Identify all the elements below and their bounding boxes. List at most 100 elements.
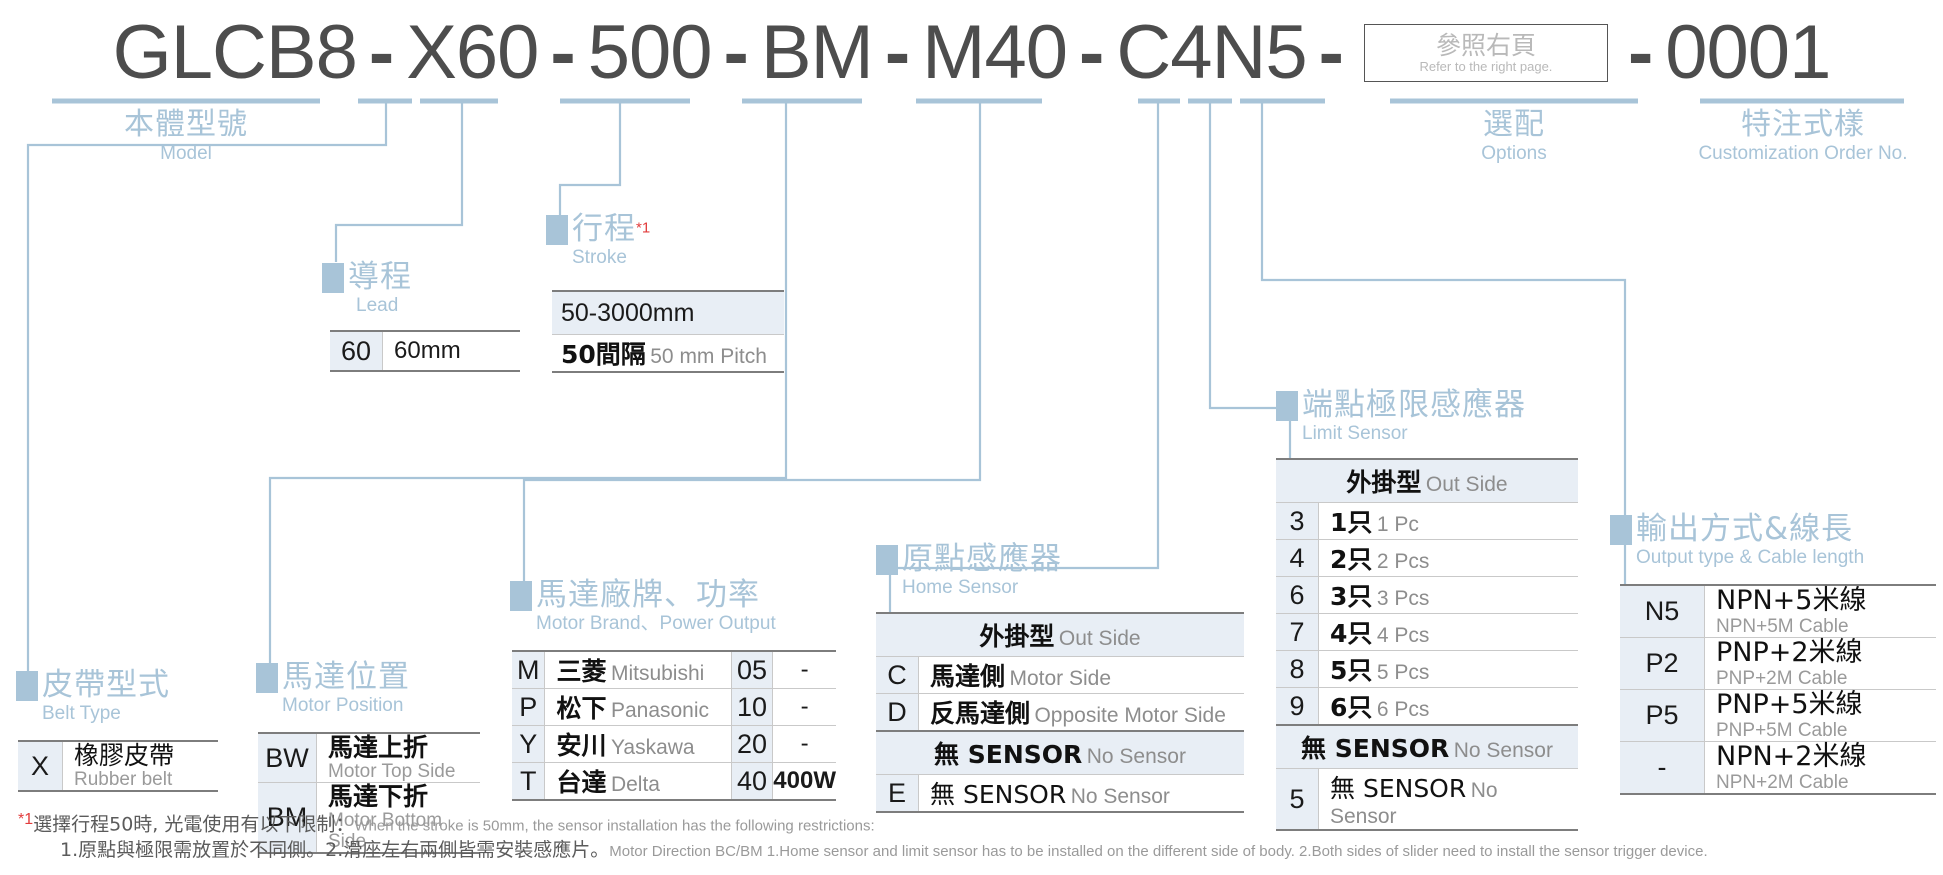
table-row: X 橡膠皮帶 Rubber belt — [18, 741, 218, 791]
output-type-value-p5: PNP+5米線 PNP+5M Cable — [1704, 689, 1936, 742]
options-box-zh: 參照右頁 — [1435, 31, 1536, 60]
table-row: 50-3000mm — [552, 291, 784, 335]
table-home-sensor: 外掛型 Out Side C 馬達側 Motor Side D 反馬達側 Opp… — [876, 612, 1244, 813]
limit-sensor-value-3: 1只 1 Pc — [1318, 502, 1578, 540]
stroke-range-value: 50-3000mm — [561, 298, 695, 327]
motor-position-bullet-icon — [256, 663, 278, 693]
table-row: M 三菱 Mitsubishi 05 - — [512, 651, 836, 689]
home-sensor-band-outside-zh: 外掛型 — [979, 622, 1055, 651]
table-lead: 60 60mm — [330, 330, 520, 372]
table-row: 9 6只 6 Pcs — [1276, 687, 1578, 725]
power-value-10-text: - — [800, 693, 809, 720]
output-type-key-p2: P2 — [1620, 637, 1705, 690]
power-value-10: - — [772, 688, 836, 726]
output-type-value-none-en: NPN+2M Cable — [1716, 772, 1849, 793]
motor-brand-key-t: T — [512, 762, 546, 800]
limit-sensor-key-5: 5 — [1276, 768, 1319, 830]
table-motor-position: BW 馬達上折 Motor Top Side BM 馬達下折 Motor Bot… — [258, 732, 480, 854]
motor-brand-value-m-zh: 三菱 — [556, 657, 607, 686]
footnote-line-1-zh: 選擇行程50時, 光電使用有以下限制： — [33, 813, 355, 836]
home-sensor-value-c-en: Motor Side — [1009, 667, 1112, 690]
callout-home-sensor-en: Home Sensor — [902, 577, 1019, 598]
stroke-pitch-cell: 50間隔 50 mm Pitch — [552, 334, 784, 372]
power-value-05-text: - — [800, 656, 809, 683]
motor-position-key-bm: BM — [258, 782, 317, 853]
footnote-line-1-en: When the stroke is 50mm, the sensor inst… — [354, 817, 875, 835]
table-band-row: 外掛型 Out Side — [1276, 459, 1578, 503]
options-box-en: Refer to the right page. — [1419, 58, 1553, 74]
power-key-40: 40 — [730, 762, 774, 800]
code-dash: - — [884, 10, 911, 95]
limit-sensor-value-4-en: 2 Pcs — [1376, 550, 1430, 573]
table-row: - NPN+2米線 NPN+2M Cable — [1620, 741, 1936, 794]
stroke-bullet-icon — [546, 215, 568, 245]
stroke-pitch-zh: 50間隔 — [561, 340, 646, 369]
motor-brand-value-y-zh: 安川 — [556, 731, 607, 760]
callout-motor-position-en: Motor Position — [282, 695, 404, 716]
callout-home-sensor-zh: 原點感應器 — [902, 541, 1062, 577]
callout-stroke-en: Stroke — [572, 247, 627, 268]
output-type-value-p2-zh: PNP+2米線 — [1716, 637, 1863, 668]
limit-sensor-value-5-en: No Sensor — [1330, 779, 1498, 828]
limit-sensor-value-9-zh: 6只 — [1330, 693, 1373, 722]
motor-brand-value-p: 松下 Panasonic — [544, 688, 732, 726]
code-segment-customization: 0001 — [1665, 10, 1831, 95]
code-dash: - — [1079, 10, 1105, 95]
motor-brand-bullet-icon — [510, 581, 532, 611]
footnote-mark: *1 — [18, 811, 34, 828]
motor-brand-value-p-zh: 松下 — [556, 694, 607, 723]
header-label-customization-zh: 特注式樣 — [1741, 107, 1865, 142]
code-segment-belt-lead: X60 — [406, 10, 539, 95]
output-type-key-p5: P5 — [1620, 689, 1705, 742]
table-output-type: N5 NPN+5米線 NPN+5M Cable P2 PNP+2米線 PNP+2… — [1620, 584, 1936, 795]
table-row: BM 馬達下折 Motor Bottom Side — [258, 782, 480, 853]
home-sensor-key-d: D — [876, 693, 919, 731]
lead-value-60-text: 60mm — [394, 337, 461, 364]
motor-brand-key-y: Y — [512, 725, 546, 763]
limit-sensor-value-9: 6只 6 Pcs — [1318, 687, 1578, 725]
limit-sensor-bullet-icon — [1276, 391, 1298, 421]
callout-lead: 導程 Lead — [322, 260, 412, 317]
belt-type-value-x: 橡膠皮帶 Rubber belt — [63, 741, 219, 791]
limit-sensor-key-7: 7 — [1276, 613, 1319, 651]
table-row: 6 3只 3 Pcs — [1276, 576, 1578, 614]
table-row: P 松下 Panasonic 10 - — [512, 688, 836, 726]
table-row: N5 NPN+5米線 NPN+5M Cable — [1620, 585, 1936, 638]
home-sensor-band-outside-en: Out Side — [1058, 627, 1141, 650]
limit-sensor-key-6: 6 — [1276, 576, 1319, 614]
output-type-bullet-icon — [1610, 515, 1632, 545]
output-type-value-n5-zh: NPN+5米線 — [1716, 585, 1867, 616]
motor-position-key-bw: BW — [258, 733, 317, 783]
callout-motor-brand-en: Motor Brand、Power Output — [536, 613, 776, 634]
home-sensor-value-c-zh: 馬達側 — [930, 662, 1006, 691]
callout-output-type-zh: 輸出方式&線長 — [1636, 511, 1854, 547]
table-row: D 反馬達側 Opposite Motor Side — [876, 693, 1244, 731]
limit-sensor-value-8-en: 5 Pcs — [1376, 661, 1430, 684]
motor-position-value-bm-en: Motor Bottom Side — [328, 810, 443, 852]
stroke-range-band: 50-3000mm — [552, 291, 784, 335]
limit-sensor-band-outside-zh: 外掛型 — [1346, 468, 1422, 497]
home-sensor-value-c: 馬達側 Motor Side — [918, 656, 1244, 694]
code-dash: - — [1627, 10, 1654, 95]
motor-position-value-bm: 馬達下折 Motor Bottom Side — [316, 782, 480, 853]
limit-sensor-value-6-en: 3 Pcs — [1376, 587, 1430, 610]
home-sensor-value-d-zh: 反馬達側 — [930, 699, 1031, 728]
table-row: Y 安川 Yaskawa 20 - — [512, 725, 836, 763]
home-sensor-band-nosensor-en: No Sensor — [1086, 745, 1186, 768]
header-label-customization: 特注式樣 Customization Order No. — [1668, 108, 1938, 165]
code-segment-motor-brand: M40 — [922, 10, 1068, 95]
code-dash: - — [723, 10, 749, 95]
power-key-10: 10 — [730, 688, 774, 726]
output-type-value-p2: PNP+2米線 PNP+2M Cable — [1704, 637, 1936, 690]
table-row: C 馬達側 Motor Side — [876, 656, 1244, 694]
table-row: BW 馬達上折 Motor Top Side — [258, 733, 480, 783]
output-type-value-p5-en: PNP+5M Cable — [1716, 720, 1848, 741]
callout-stroke: 行程*1 Stroke — [546, 212, 650, 269]
lead-value-60: 60mm — [383, 331, 521, 371]
output-type-value-none: NPN+2米線 NPN+2M Cable — [1704, 741, 1936, 794]
callout-lead-en: Lead — [356, 295, 399, 316]
header-label-options: 選配 Options — [1390, 108, 1638, 165]
limit-sensor-value-9-en: 6 Pcs — [1376, 698, 1430, 721]
callout-limit-sensor-zh: 端點極限感應器 — [1302, 387, 1526, 423]
callout-output-type: 輸出方式&線長 Output type & Cable length — [1610, 512, 1864, 569]
